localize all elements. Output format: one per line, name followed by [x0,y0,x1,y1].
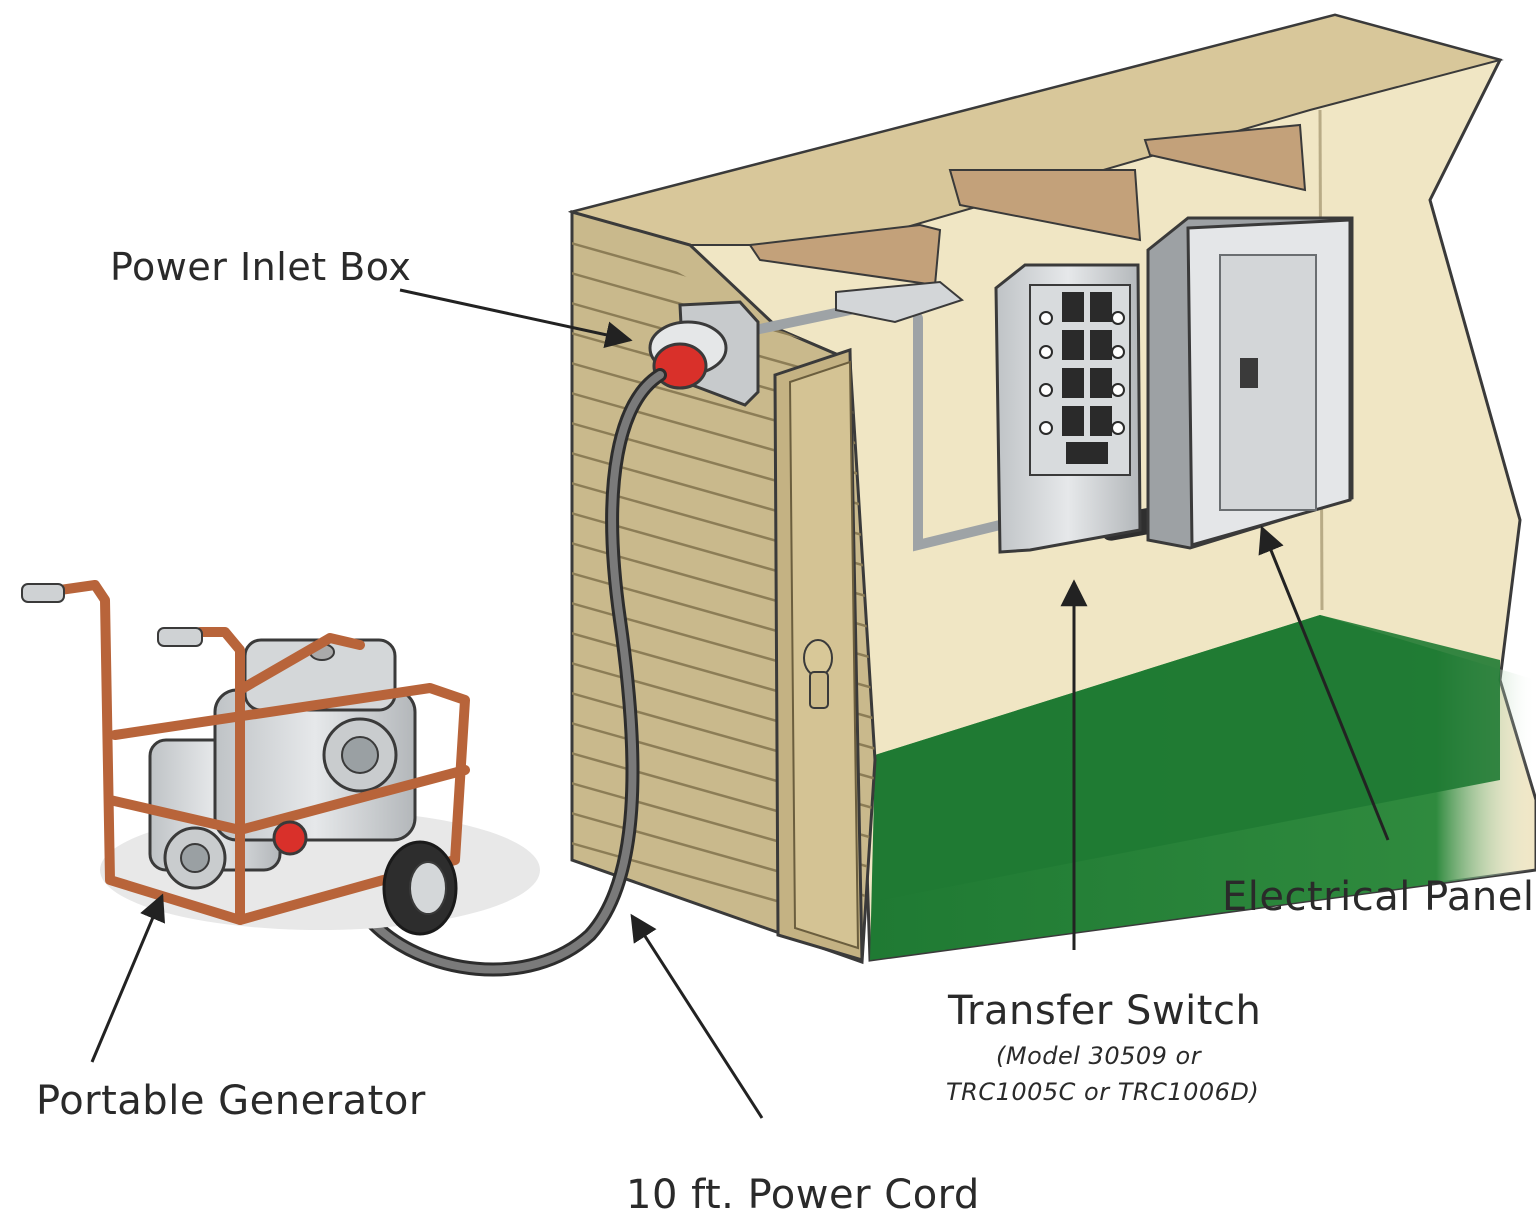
power-inlet-box [648,300,760,407]
arrow-power-cord [630,913,764,1119]
transfer-switch-model-line2: TRC1005C or TRC1006D) [946,1078,1260,1106]
arrow-electrical-panel [1258,525,1390,841]
junction-box [835,280,965,324]
callout-arrows [90,288,1390,1119]
transfer-switch-model-line1: (Model 30509 or [996,1042,1202,1070]
portable-generator [21,580,540,936]
electrical-panel [1146,216,1354,550]
conduit [750,305,1005,552]
arrow-power-inlet-box [399,288,633,349]
floor [870,615,1536,960]
transfer-switch-label: Transfer Switch [948,988,1262,1034]
arrow-portable-generator [90,893,165,1063]
ceiling-joists [748,123,1307,287]
power-cord-label: 10 ft. Power Cord [626,1172,980,1218]
transfer-switch [994,263,1142,554]
power-inlet-box-label: Power Inlet Box [110,245,412,289]
electrical-panel-label: Electrical Panel [1222,874,1535,920]
portable-generator-label: Portable Generator [36,1078,426,1124]
door [773,347,864,963]
